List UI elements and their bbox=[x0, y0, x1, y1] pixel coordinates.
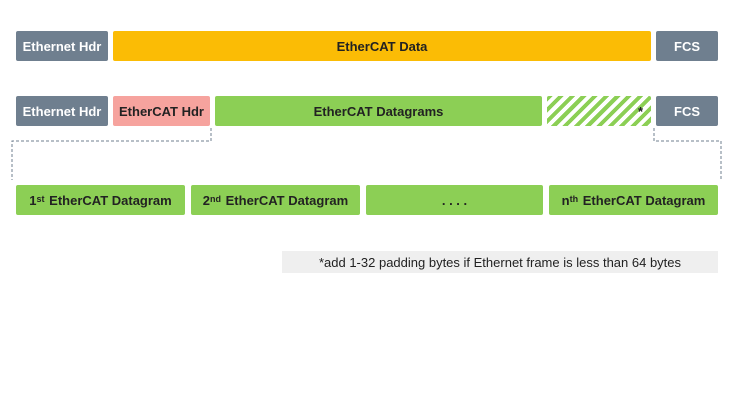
ethernet-header-block: Ethernet Hdr bbox=[16, 31, 108, 61]
fcs-block-2: FCS bbox=[656, 96, 718, 126]
right-dashed-connector bbox=[653, 128, 722, 180]
fcs-block: FCS bbox=[656, 31, 718, 61]
ethercat-header-block: EtherCAT Hdr bbox=[113, 96, 210, 126]
ethernet-header-block-2: Ethernet Hdr bbox=[16, 96, 108, 126]
ethercat-data-label: EtherCAT Data bbox=[336, 38, 428, 54]
left-dashed-connector bbox=[11, 128, 212, 180]
first-datagram-label: EtherCAT Datagram bbox=[49, 192, 172, 208]
ethercat-datagrams-label: EtherCAT Datagrams bbox=[313, 103, 444, 119]
second-datagram-num: 2 bbox=[202, 192, 211, 208]
padding-block: * bbox=[547, 96, 651, 126]
ellipsis-label: . . . . bbox=[441, 192, 468, 208]
fcs-label: FCS bbox=[674, 38, 700, 54]
ethercat-data-block: EtherCAT Data bbox=[113, 31, 651, 61]
nth-datagram-num: n bbox=[561, 192, 570, 208]
padding-footnote: *add 1-32 padding bytes if Ethernet fram… bbox=[282, 251, 718, 273]
second-datagram-label: EtherCAT Datagram bbox=[225, 192, 349, 208]
padding-asterisk: * bbox=[637, 103, 643, 119]
fcs-label-2: FCS bbox=[674, 103, 700, 119]
first-datagram-num: 1 bbox=[29, 192, 37, 208]
padding-footnote-text: *add 1-32 padding bytes if Ethernet fram… bbox=[318, 254, 682, 270]
ellipsis-datagram-block: . . . . bbox=[366, 185, 543, 215]
ethercat-header-label: EtherCAT Hdr bbox=[119, 103, 204, 119]
nth-datagram-label: EtherCAT Datagram bbox=[582, 192, 706, 208]
ethernet-header-label-2: Ethernet Hdr bbox=[22, 103, 102, 119]
ethernet-header-label: Ethernet Hdr bbox=[22, 38, 102, 54]
ethercat-datagrams-block: EtherCAT Datagrams bbox=[215, 96, 542, 126]
